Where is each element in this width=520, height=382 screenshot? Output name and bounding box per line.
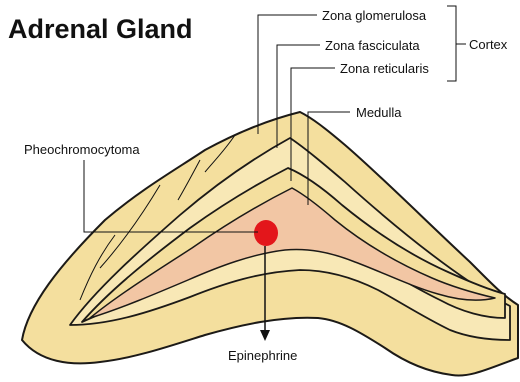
- label-zona-glomerulosa: Zona glomerulosa: [322, 8, 427, 23]
- arrow-head: [260, 330, 270, 341]
- pheochromocytoma-tumor: [254, 220, 278, 246]
- cortex-bracket: [447, 6, 456, 81]
- label-epinephrine: Epinephrine: [228, 348, 297, 363]
- diagram-title: Adrenal Gland: [8, 14, 193, 44]
- label-medulla: Medulla: [356, 105, 402, 120]
- label-zona-fasciculata: Zona fasciculata: [325, 38, 420, 53]
- label-cortex: Cortex: [469, 37, 508, 52]
- label-zona-reticularis: Zona reticularis: [340, 61, 429, 76]
- label-pheochromocytoma: Pheochromocytoma: [24, 142, 140, 157]
